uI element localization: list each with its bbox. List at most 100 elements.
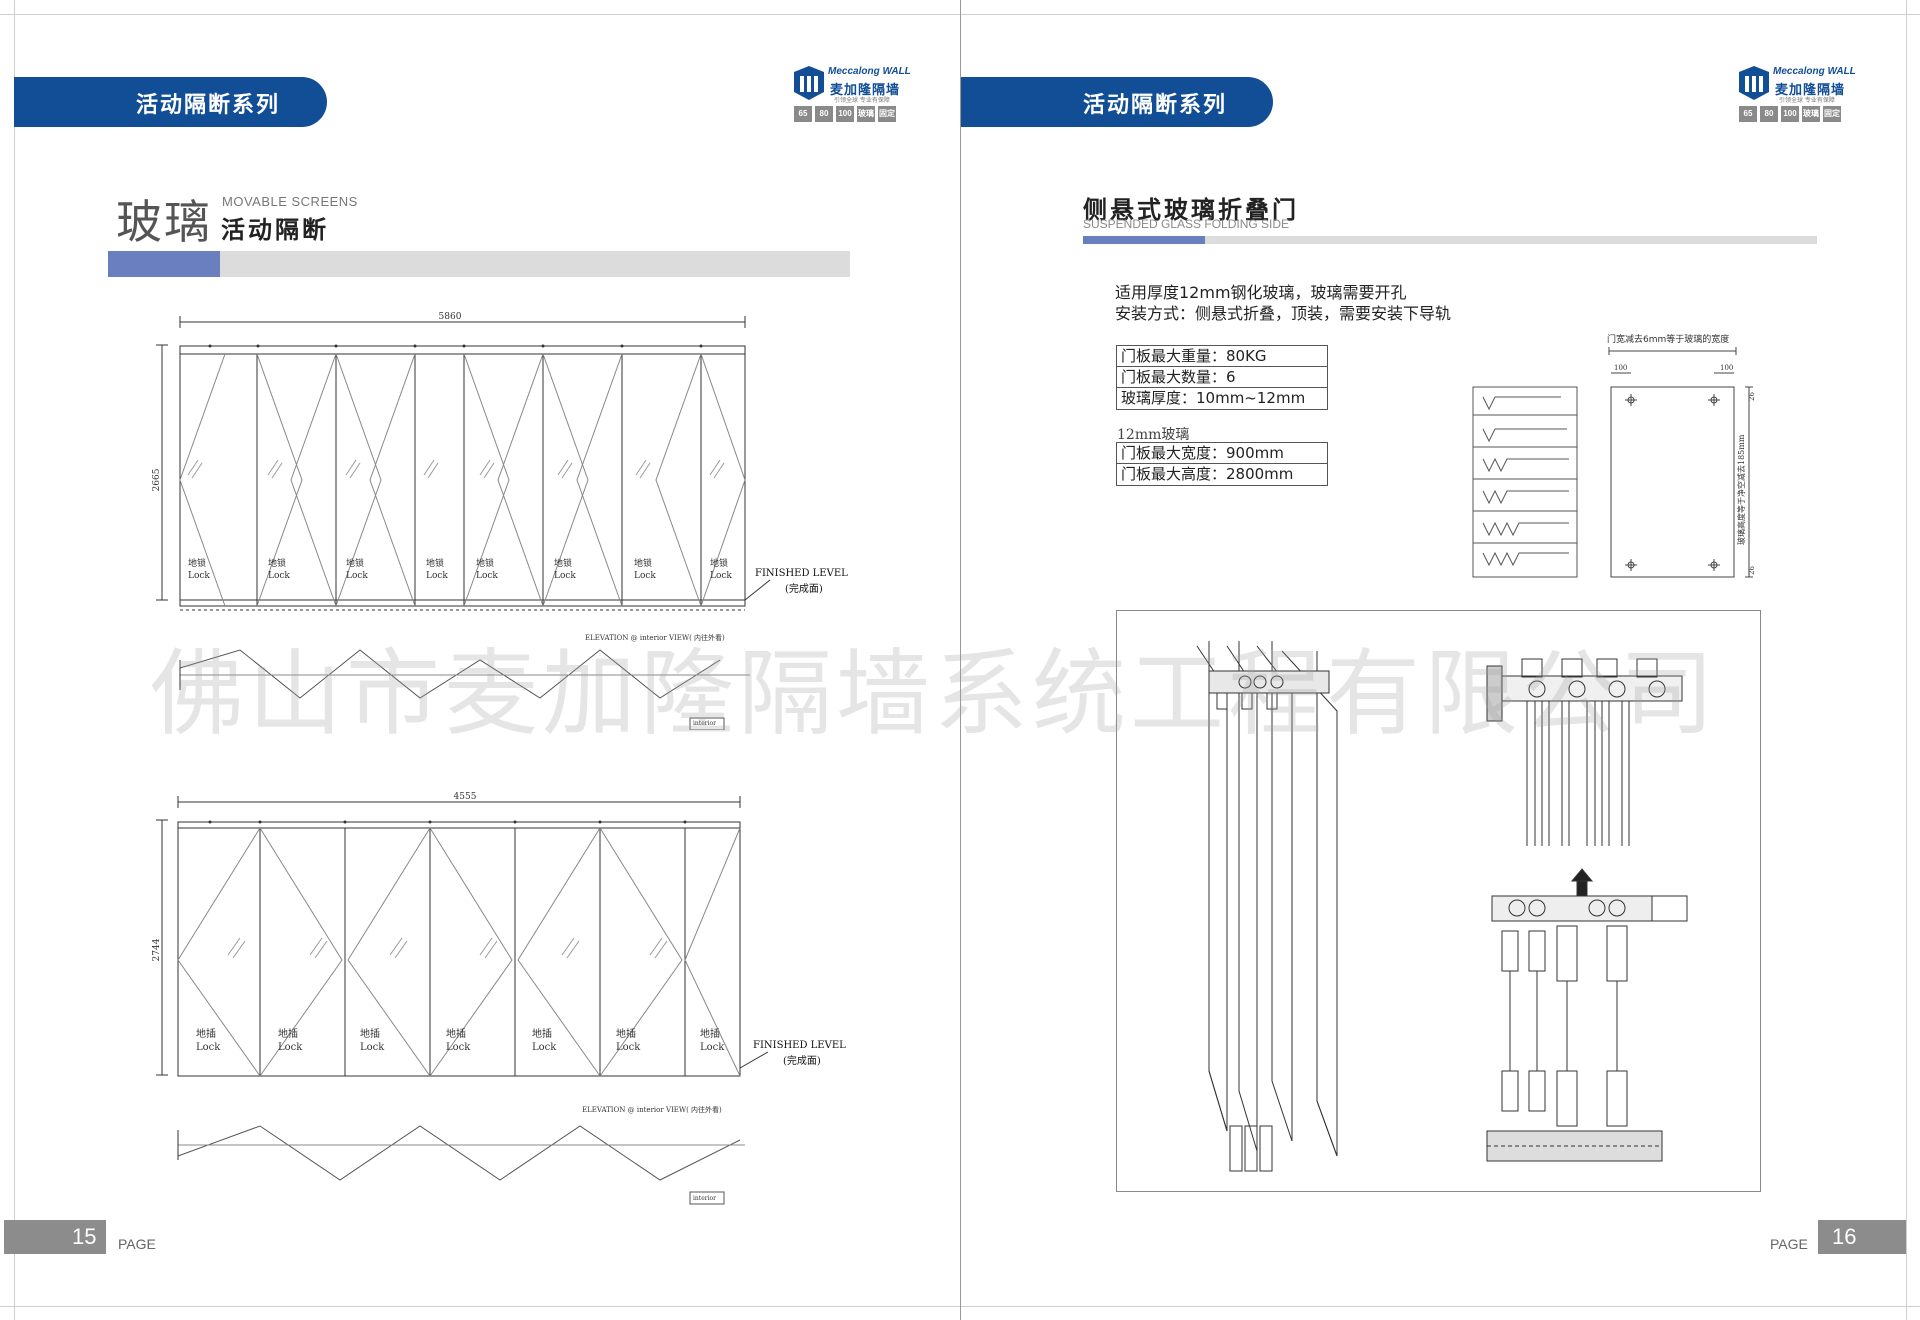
drawing1-finished-level: FINISHED LEVEL	[755, 568, 848, 579]
drawing1-lock-cn: 地锁	[554, 557, 572, 569]
brand-badge: 65	[794, 106, 812, 122]
drawing2-finished-level-cn: (完成面)	[783, 1054, 821, 1067]
spread-gutter	[960, 0, 961, 1320]
left-title-en: MOVABLE SCREENS	[222, 194, 358, 209]
drawing2-width-dim: 4555	[454, 792, 477, 802]
drawing1-lock-cn: 地锁	[634, 557, 652, 569]
drawing2-lock-en: Lock	[278, 1042, 303, 1053]
drawing1-lock-en: Lock	[346, 571, 368, 581]
spec-row: 门板最大宽度：900mm	[1117, 443, 1327, 464]
drawing2-lock-en: Lock	[196, 1042, 221, 1053]
drawing1-finished-level-cn: (完成面)	[785, 582, 823, 595]
left-series-banner: 活动隔断系列	[14, 77, 327, 127]
left-page-number: 15	[72, 1224, 97, 1249]
glass-panel-diagram: 100 100 26 26 玻璃高度等于净空减去185mm	[1608, 347, 1756, 578]
brand-badge: 100	[1781, 106, 1799, 122]
trim-line-right	[1906, 0, 1907, 1320]
glass-side-note: 玻璃高度等于净空减去185mm	[1736, 434, 1746, 545]
drawing1-lock-cn: 地锁	[268, 557, 286, 569]
right-page-number: 16	[1832, 1224, 1857, 1249]
drawing2-lock-en: Lock	[700, 1042, 725, 1053]
drawing2-lock-cn: 地插	[196, 1027, 216, 1040]
elevation-drawing-2: 4555 2744 地插 Lock 地插 Lock 地插 Lock 地插 Loc…	[152, 792, 846, 1205]
drawing2-lock-cn: 地插	[616, 1027, 636, 1040]
brand-badges: 65 80 100 玻璃 固定	[1739, 106, 1841, 122]
drawing1-lock-en: Lock	[268, 571, 290, 581]
spec-row: 门板最大重量：80KG	[1117, 346, 1327, 367]
brand-name-en: Meccalong WALL	[828, 66, 911, 77]
drawing1-lock-en: Lock	[634, 571, 656, 581]
spec-table-12mm: 门板最大宽度：900mm 门板最大高度：2800mm	[1116, 442, 1328, 486]
brand-name-cn: 麦加隆隔墙	[830, 83, 901, 98]
glass-width-note: 门宽减去6mm等于玻璃的宽度	[1607, 335, 1730, 345]
right-page-number-box	[1818, 1220, 1906, 1254]
drawing2-lock-en: Lock	[532, 1042, 557, 1053]
right-title-bar	[1205, 236, 1817, 244]
brand-tagline: 引领全球 专业有保障	[1779, 97, 1835, 104]
drawing1-lock-en: Lock	[476, 571, 498, 581]
drawing2-lock-en: Lock	[360, 1042, 385, 1053]
glass-dim-right: 100	[1720, 364, 1733, 372]
left-banner-text: 活动隔断系列	[136, 93, 281, 118]
drawing1-lock-cn: 地锁	[710, 557, 728, 569]
drawing1-lock-en: Lock	[426, 571, 448, 581]
trim-line-left	[14, 0, 15, 1320]
folding-stack-diagram	[1472, 386, 1578, 578]
left-page: 活动隔断系列 Meccalong WALL 麦加隆隔墙 引领全球 专业有保障 6…	[4, 62, 914, 1254]
drawing1-lock-cn: 地锁	[476, 557, 494, 569]
drawing1-lock-en: Lock	[188, 571, 210, 581]
brand-tagline: 引领全球 专业有保障	[834, 97, 890, 104]
left-page-word: PAGE	[118, 1236, 156, 1252]
drawing2-finished-level: FINISHED LEVEL	[753, 1040, 846, 1051]
drawing1-interior-tag: interior	[693, 720, 716, 727]
drawing1-width-dim: 5860	[439, 312, 462, 322]
hardware-perspective-drawing	[1196, 641, 1688, 1172]
drawing1-lock-cn: 地锁	[346, 557, 364, 569]
brand-badge: 100	[836, 106, 854, 122]
drawing1-elevation-caption: ELEVATION @ interior VIEW( 内往外看)	[585, 633, 725, 642]
drawing1-height-dim: 2665	[152, 468, 162, 491]
brand-name-cn: 麦加隆隔墙	[1775, 83, 1846, 98]
drawing2-lock-cn: 地插	[278, 1027, 298, 1040]
spec-row: 门板最大高度：2800mm	[1121, 465, 1294, 483]
glass-dim-top: 26	[1748, 392, 1756, 401]
glass-dim-left: 100	[1614, 364, 1627, 372]
brand-badge: 玻璃	[857, 106, 875, 122]
drawing2-lock-cn: 地插	[700, 1027, 720, 1040]
left-title-bar	[220, 251, 850, 277]
drawing2-interior-tag: interior	[693, 1195, 716, 1202]
right-page-word: PAGE	[1770, 1236, 1808, 1252]
brand-name-en: Meccalong WALL	[1773, 66, 1856, 77]
drawing1-lock-cn: 地锁	[426, 557, 444, 569]
right-series-banner: 活动隔断系列	[961, 77, 1273, 127]
spec-row: 门板最大数量：6	[1117, 367, 1327, 388]
drawing2-lock-en: Lock	[616, 1042, 641, 1053]
brand-shield-icon	[1739, 66, 1769, 100]
left-brand-logo: Meccalong WALL 麦加隆隔墙 引领全球 专业有保障 65 80 10…	[794, 62, 914, 134]
drawing2-lock-cn: 地插	[360, 1027, 380, 1040]
left-page-number-box	[4, 1220, 106, 1254]
right-banner-text: 活动隔断系列	[1083, 93, 1228, 118]
drawing1-lock-en: Lock	[554, 571, 576, 581]
elevation-drawing-1: 5860 2665 地锁 Lock 地锁 Lock 地锁 Lock 地锁 Loc…	[152, 312, 848, 730]
drawing2-lock-cn: 地插	[532, 1027, 552, 1040]
brand-badge: 80	[815, 106, 833, 122]
right-page: 活动隔断系列 Meccalong WALL 麦加隆隔墙 引领全球 专业有保障 6…	[961, 0, 1920, 1320]
spec-table-general: 门板最大重量：80KG 门板最大数量：6 玻璃厚度：10mm~12mm	[1116, 345, 1328, 410]
right-title-en: SUSPENDED GLASS FOLDING SIDE	[1083, 217, 1290, 231]
brand-badge: 80	[1760, 106, 1778, 122]
spec-row: 玻璃厚度：10mm~12mm	[1121, 389, 1306, 407]
spec-subheading: 12mm玻璃	[1117, 427, 1190, 443]
right-desc-line1: 适用厚度12mm钢化玻璃，玻璃需要开孔	[1115, 283, 1407, 302]
left-title-bar-accent	[108, 251, 220, 277]
right-title-bar-accent	[1083, 236, 1205, 244]
drawing2-elevation-caption: ELEVATION @ interior VIEW( 内往外看)	[582, 1105, 722, 1114]
left-title-cn: 活动隔断	[221, 216, 329, 244]
brand-badges: 65 80 100 玻璃 固定	[794, 106, 896, 122]
drawing2-lock-cn: 地插	[446, 1027, 466, 1040]
brand-badge: 固定	[878, 106, 896, 122]
drawing2-lock-en: Lock	[446, 1042, 471, 1053]
glass-dim-bottom: 26	[1748, 566, 1756, 575]
brand-badge: 65	[1739, 106, 1757, 122]
